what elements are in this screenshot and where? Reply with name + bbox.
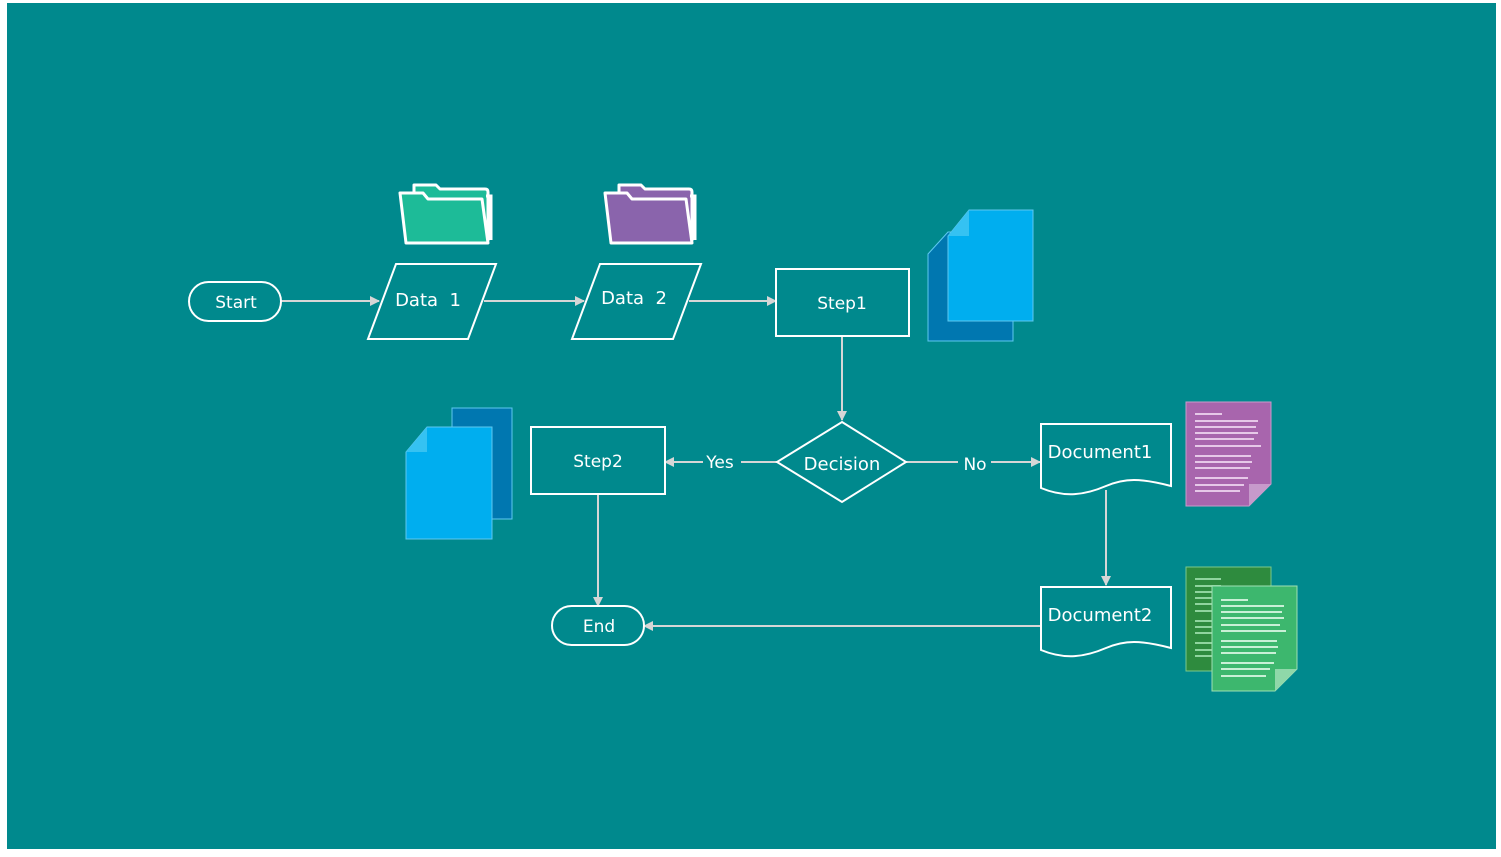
- data2-label: Data 2: [601, 288, 667, 309]
- node-end[interactable]: End: [551, 605, 645, 646]
- edge-label-yes: Yes: [705, 453, 734, 473]
- document1-label: Document1: [1048, 442, 1153, 463]
- document1-shape: [1040, 423, 1172, 496]
- node-step1[interactable]: Step1: [775, 268, 910, 337]
- step2-process-shape: [530, 426, 666, 495]
- data1-parallelogram-shape: [366, 263, 498, 340]
- documents-green-icon: [1185, 566, 1298, 692]
- document2-label: Document2: [1048, 605, 1153, 626]
- end-label: End: [583, 617, 615, 637]
- step1-process-shape: [775, 268, 910, 337]
- folder-purple-icon: [603, 183, 697, 245]
- data2-parallelogram-shape: [570, 263, 703, 340]
- step1-label: Step1: [817, 294, 867, 314]
- folder-teal-icon: [398, 183, 493, 245]
- start-terminator-shape: [188, 281, 282, 322]
- node-start[interactable]: Start: [188, 281, 282, 322]
- document-purple-icon: [1185, 401, 1272, 507]
- background-panel: [7, 3, 1496, 849]
- pages-blue-left-icon: [405, 407, 513, 540]
- data1-label: Data 1: [395, 290, 461, 311]
- step2-label: Step2: [573, 452, 623, 472]
- node-data2[interactable]: Data 2: [570, 263, 703, 340]
- node-decision[interactable]: Decision: [775, 420, 908, 504]
- start-label: Start: [215, 293, 257, 313]
- connectors: [281, 296, 1111, 631]
- node-document2[interactable]: Document2: [1040, 586, 1172, 658]
- node-document1[interactable]: Document1: [1040, 423, 1172, 496]
- decision-label: Decision: [804, 454, 881, 475]
- pages-blue-icon: [927, 209, 1034, 342]
- decision-diamond-shape: [775, 420, 908, 504]
- node-data1[interactable]: Data 1: [366, 263, 498, 340]
- node-step2[interactable]: Step2: [530, 426, 666, 495]
- end-terminator-shape: [551, 605, 645, 646]
- document2-shape: [1040, 586, 1172, 658]
- edge-label-no: No: [963, 455, 986, 475]
